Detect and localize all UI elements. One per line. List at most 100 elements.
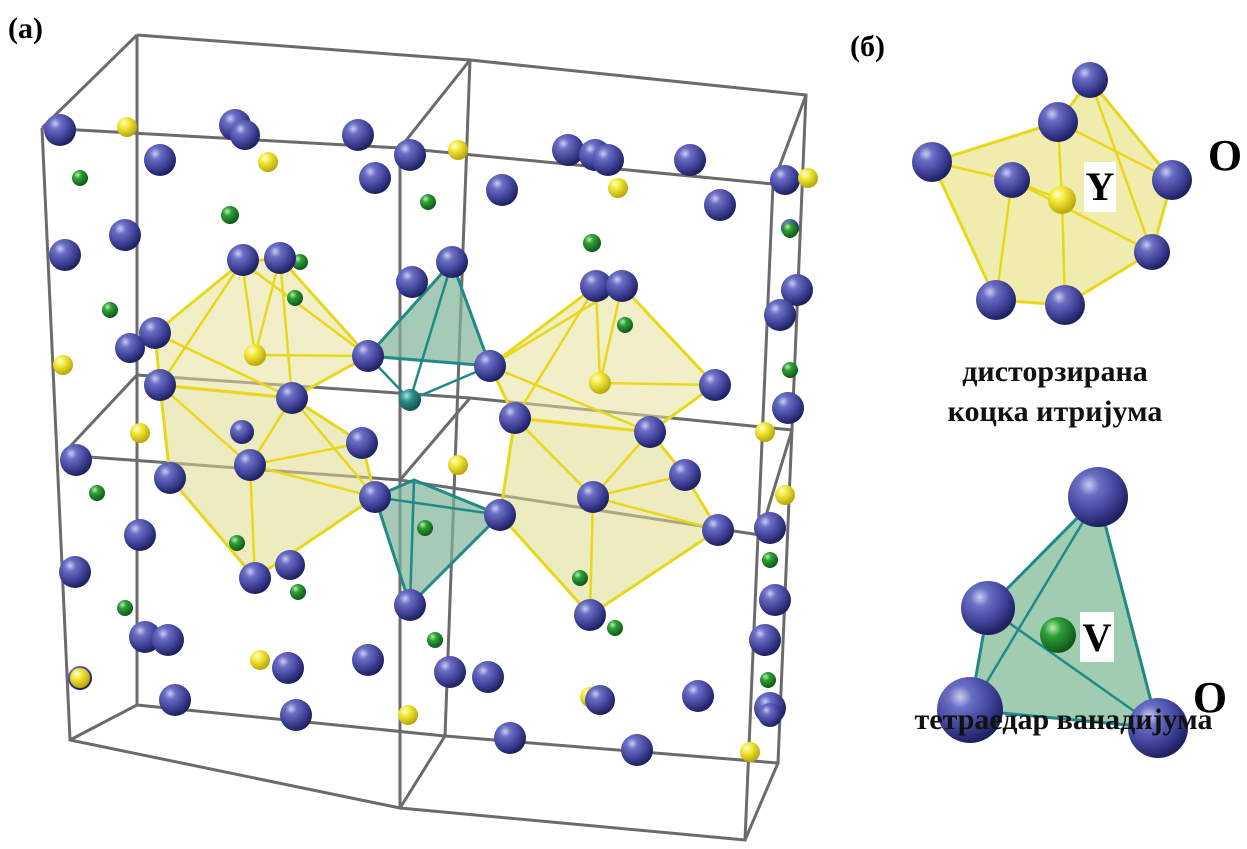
oxygen-atom — [394, 139, 426, 171]
oxygen-atom — [115, 333, 145, 363]
yttrium-atom — [798, 168, 818, 188]
yttrium-polyhedra-group — [153, 256, 721, 617]
oxygen-atom — [230, 120, 260, 150]
oxygen-atom — [346, 427, 378, 459]
oxygen-atom — [499, 402, 531, 434]
oxygen-atom — [275, 550, 305, 580]
oxygen-atom — [49, 239, 81, 271]
oxygen-atom — [144, 369, 176, 401]
vanadium-atom — [760, 672, 776, 688]
oxygen-atom — [699, 369, 731, 401]
oxygen-atom — [139, 317, 171, 349]
vanadium-atom — [607, 620, 623, 636]
oxygen-atom — [749, 624, 781, 656]
vanadium-atom — [221, 206, 239, 224]
oxygen-atom — [152, 624, 184, 656]
oxygen-atom — [580, 270, 612, 302]
oxygen-atom — [577, 481, 609, 513]
oxygen-atom — [472, 661, 504, 693]
oxygen-atom — [144, 144, 176, 176]
cell-edge — [743, 762, 780, 841]
oxygen-atom — [1152, 160, 1192, 200]
oxygen-atom — [59, 556, 91, 588]
vanadium-atom — [782, 362, 798, 378]
yttrium-polyhedron — [498, 416, 721, 617]
yttrium-polyhedron — [158, 383, 377, 580]
oxygen-atom — [359, 162, 391, 194]
vanadium-tetrahedra-group — [364, 259, 503, 608]
vanadium-atom — [427, 632, 443, 648]
unit-cell-frame — [40, 33, 808, 842]
vanadium-atom — [583, 234, 601, 252]
vanadium-atom — [762, 552, 778, 568]
oxygen-atom — [976, 280, 1016, 320]
oxygen-atom — [674, 144, 706, 176]
atoms-yttrium-cube — [912, 62, 1192, 325]
cell-edge — [60, 373, 139, 457]
oxygen-atom — [124, 519, 156, 551]
oxygen-atom — [552, 134, 584, 166]
yttrium-atom — [398, 705, 418, 725]
oxygen-atom — [434, 656, 466, 688]
cell-edge — [398, 735, 447, 809]
oxygen-atom — [486, 174, 518, 206]
vanadium-atom — [89, 485, 105, 501]
oxygen-atom — [239, 562, 271, 594]
oxygen-atom — [1038, 102, 1078, 142]
caption-line-2: коцка итријума — [947, 395, 1163, 428]
vanadium-atom — [420, 194, 436, 210]
oxygen-atom — [276, 382, 308, 414]
oxygen-atom — [702, 514, 734, 546]
vanadium-atom — [399, 389, 421, 411]
oxygen-atom — [352, 340, 384, 372]
vanadium-atom — [117, 600, 133, 616]
oxygen-atom — [44, 114, 76, 146]
cell-edge — [398, 59, 472, 149]
panel-b-label: (б) — [850, 30, 885, 63]
vanadium-atom — [290, 584, 306, 600]
cell-edge — [398, 397, 472, 481]
oxygen-atom — [280, 699, 312, 731]
oxygen-atom — [781, 274, 813, 306]
caption-line-1: дисторзирана — [962, 355, 1148, 388]
oxygen-atom — [585, 685, 615, 715]
oxygen-atom — [1072, 62, 1108, 98]
yttrium-atom — [258, 152, 278, 172]
vanadium-atom — [782, 222, 798, 238]
oxygen-atom — [770, 165, 800, 195]
vanadium-atom — [102, 302, 118, 318]
atoms-vanadium-tetrahedron — [937, 467, 1188, 758]
oxygen-atom — [1045, 285, 1085, 325]
atoms-panel-a — [44, 109, 818, 766]
oxygen-atom — [264, 242, 296, 274]
vanadium-atom — [72, 170, 88, 186]
yttrium-polyhedron — [153, 256, 371, 400]
panel-a-label: (a) — [8, 12, 43, 45]
oxygen-atom — [109, 219, 141, 251]
oxygen-atom — [159, 684, 191, 716]
yttrium-atom — [775, 485, 795, 505]
oxygen-atom — [704, 189, 736, 221]
oxygen-atom — [352, 644, 384, 676]
oxygen-atom — [682, 680, 714, 712]
oxygen-atom — [759, 584, 791, 616]
yttrium-atom — [608, 178, 628, 198]
oxygen-atom — [396, 266, 428, 298]
yttrium-atom — [53, 355, 73, 375]
yttrium-atom — [755, 422, 775, 442]
oxygen-atom — [754, 512, 786, 544]
oxygen-atom-label-bottom: O — [1193, 673, 1227, 722]
oxygen-atom — [394, 589, 426, 621]
oxygen-atom-label-top: O — [1208, 131, 1242, 180]
yttrium-cube-caption: дисторзирана коцка итријума — [905, 352, 1205, 432]
oxygen-atom — [764, 299, 796, 331]
cell-edge — [69, 703, 138, 742]
oxygen-atom — [484, 499, 516, 531]
oxygen-atom — [621, 734, 653, 766]
yttrium-atom-label: Y — [1086, 164, 1115, 209]
vanadium-atom — [572, 570, 588, 586]
oxygen-atom — [154, 462, 186, 494]
oxygen-atom — [912, 142, 952, 182]
oxygen-atom — [230, 420, 254, 444]
